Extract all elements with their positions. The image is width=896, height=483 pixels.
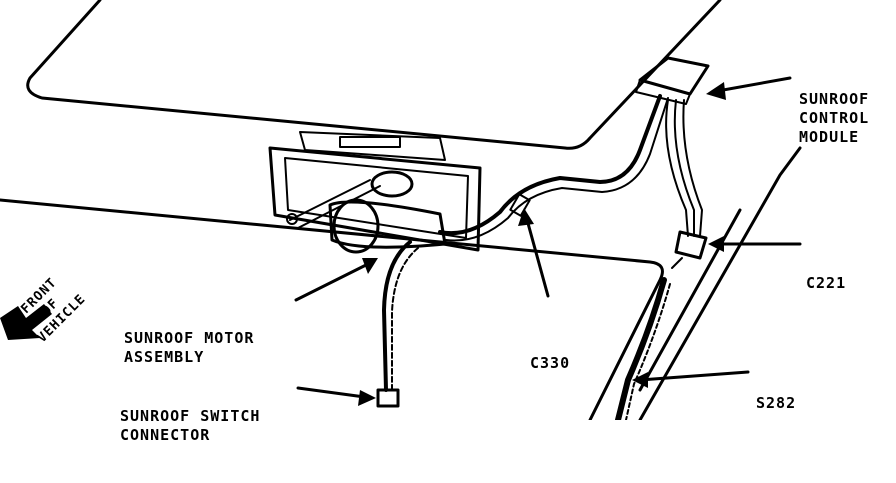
front-direction-arrow	[0, 304, 52, 340]
label-s282: S282	[756, 356, 796, 451]
label-line: MODULE	[799, 128, 860, 146]
arrowhead-control-module	[706, 82, 726, 100]
control-module	[638, 56, 710, 96]
harness-main	[438, 94, 662, 236]
motor-end-cap	[332, 198, 380, 254]
arrowhead-motor-assembly	[362, 258, 378, 274]
label-line: SUNROOF MOTOR	[124, 329, 255, 347]
arrow-s282	[638, 370, 750, 382]
roof-edge-line	[0, 198, 664, 420]
control-module-side	[635, 79, 691, 105]
arrowhead-switch-connector	[358, 390, 376, 406]
arrowhead-c221	[708, 236, 724, 252]
label-line: ASSEMBLY	[124, 348, 205, 366]
s282-harness	[615, 277, 667, 420]
c221-lower-wire	[671, 257, 683, 269]
label-line: SUNROOF	[799, 90, 870, 108]
switch-connector	[376, 388, 400, 408]
motor-mount-bolt	[286, 213, 298, 225]
label-c330: C330	[530, 316, 570, 411]
c330-connector	[509, 193, 531, 217]
module-wire-1	[665, 99, 689, 237]
arrow-c330	[524, 214, 550, 298]
label-line: C330	[530, 354, 571, 372]
harness-main-2	[445, 97, 669, 242]
switch-connector-lead	[382, 240, 412, 392]
diagram-drawing	[0, 0, 802, 420]
switch-connector-lead-wrap	[391, 247, 419, 391]
arrow-motor-assembly	[294, 260, 374, 302]
label-line: CONNECTOR	[120, 426, 211, 444]
motor-gear-housing	[370, 170, 414, 198]
arrow-control-module	[710, 76, 792, 94]
motor-drive-cable	[289, 179, 371, 221]
roof-panel-outline	[26, 0, 722, 150]
c221-connector	[674, 230, 708, 260]
pillar-line	[638, 146, 802, 420]
s282-harness-wrap	[625, 283, 671, 420]
motor-drive-cable-2	[297, 185, 381, 229]
motor-bracket-inner	[284, 157, 469, 239]
label-line: S282	[756, 394, 797, 412]
label-c221: C221	[806, 236, 846, 331]
label-line: SUNROOF SWITCH	[120, 407, 261, 425]
label-line: C221	[806, 274, 847, 292]
motor-bracket	[268, 146, 482, 252]
bracket-slot	[339, 136, 401, 148]
arrowhead-c330	[518, 208, 534, 226]
arrowhead-s282	[632, 372, 648, 388]
module-wire-2	[673, 99, 695, 237]
label-line: CONTROL	[799, 109, 870, 127]
module-wire-3	[682, 99, 703, 237]
